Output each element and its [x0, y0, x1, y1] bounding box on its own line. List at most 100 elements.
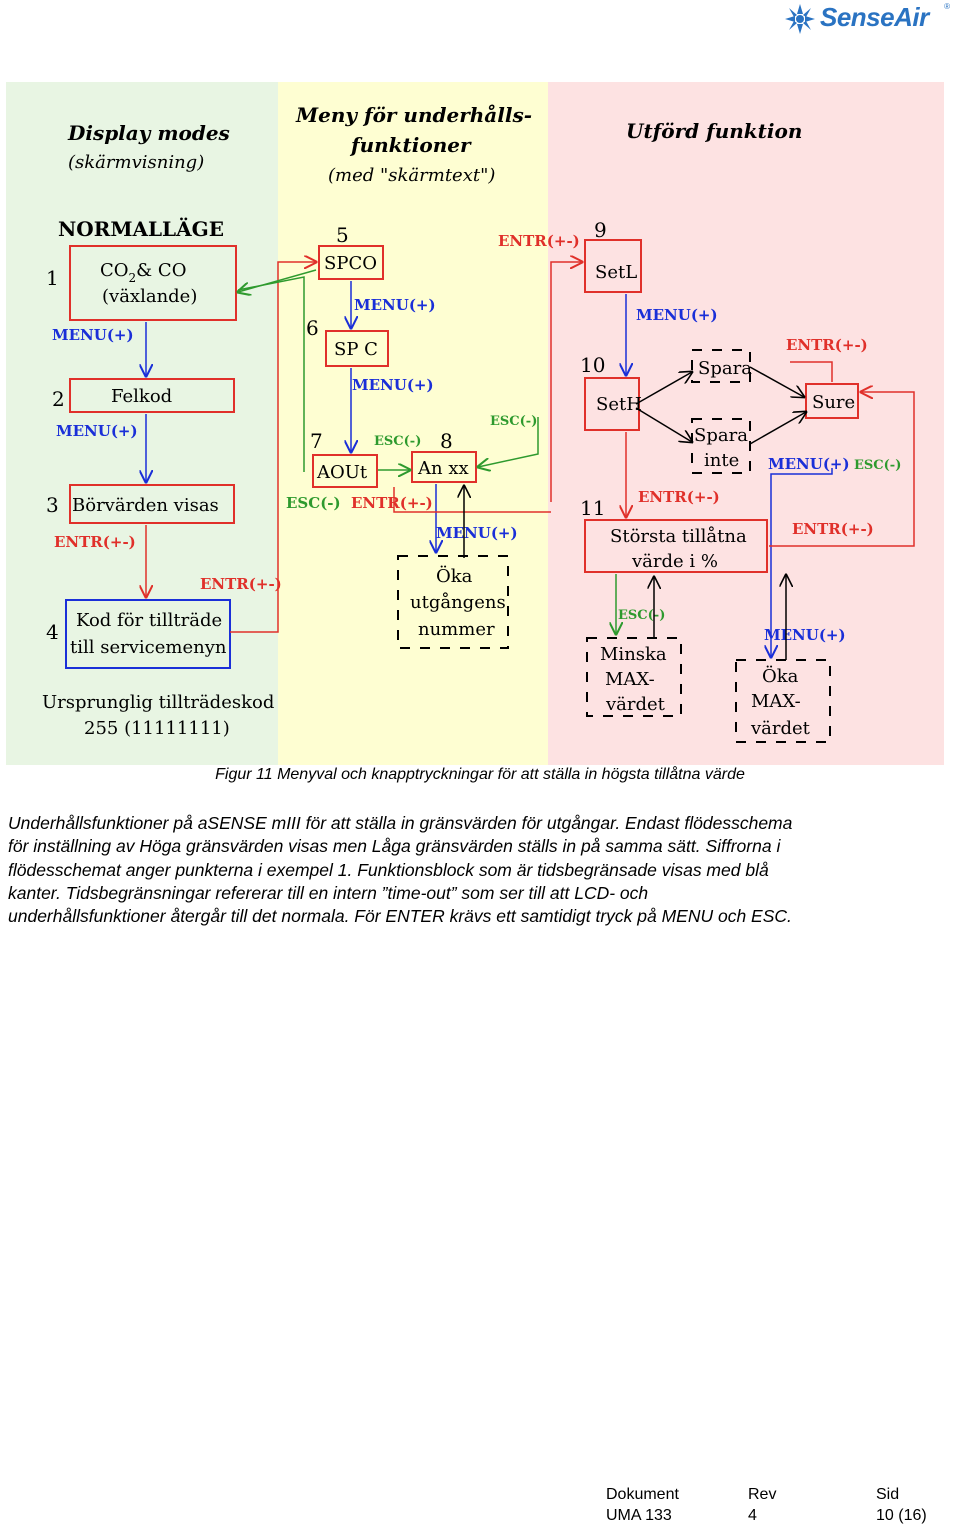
label-entr-4-5: ENTR(+-) [200, 575, 282, 593]
box-10-text: SetH [596, 394, 642, 415]
box-3-borvarden [69, 484, 235, 524]
box-5-spco [318, 245, 384, 280]
label-entr-9: ENTR(+-) [498, 232, 580, 250]
label-esc-7-8: ESC(-) [374, 434, 421, 449]
box-sure [805, 383, 859, 419]
box-11-storsta [584, 519, 768, 573]
senseair-logo: SenseAir ® [780, 2, 950, 36]
box-spara-text: Spara [698, 358, 752, 379]
figure-caption: Figur 11 Menyval och knapptryckningar fö… [215, 766, 745, 783]
zone-utford [548, 82, 944, 765]
box-8-text: An xx [417, 458, 469, 479]
header-meny-line1: Meny för underhålls- [295, 103, 532, 127]
label-menu-2-3: MENU(+) [56, 422, 138, 440]
paragraph-line-2: för inställning av Höga gränsvärden visa… [8, 836, 781, 857]
label-menu-8: MENU(+) [436, 524, 518, 542]
normal-title: NORMALLÄGE [58, 217, 224, 241]
box-6-spc [325, 330, 389, 367]
box-2-felkod [69, 378, 235, 413]
box-spara-inte [691, 418, 751, 474]
logo-text: SenseAir [820, 2, 929, 32]
paragraph-line-4: kanter. Tidsbegränsningar refererar till… [8, 882, 649, 903]
box-oka-max-line1: Öka [762, 664, 799, 687]
box-spara-inte-line1: Spara [694, 425, 748, 446]
box-4-line1: Kod för tillträde [76, 610, 222, 631]
box-oka-max [735, 659, 831, 743]
step-number-6: 6 [306, 316, 319, 340]
step-number-9: 9 [594, 218, 607, 242]
paragraph-line-1: Underhållsfunktioner på aSENSE mIII för … [8, 813, 793, 833]
box-oka-max-line3: värdet [750, 718, 811, 739]
header-display-modes: Display modes [67, 121, 230, 145]
paragraph-line-5: underhållsfunktioner återgår till det no… [8, 906, 792, 927]
box-5-text: SPCO [324, 253, 377, 274]
logo-registered-mark: ® [944, 2, 950, 11]
step-number-11: 11 [580, 496, 605, 520]
box-7-text: AOUt [316, 462, 368, 483]
box-11-line1: Största tillåtna [610, 525, 747, 547]
flow-arrows [146, 262, 915, 660]
box-4-line2: till servicemenyn [70, 637, 227, 658]
body-paragraph: Underhållsfunktioner på aSENSE mIII för … [8, 812, 953, 928]
label-entr-out: ENTR(+-) [351, 494, 433, 512]
box-10-seth [584, 377, 640, 431]
step-number-1: 1 [46, 266, 59, 290]
paragraph-line-3: flödesschemat anger punkterna i exempel … [8, 859, 769, 880]
label-entr-11: ENTR(+-) [792, 520, 874, 538]
footer-dokument-value: UMA 133 [606, 1507, 672, 1524]
header-display-modes-sub: (skärmvisning) [68, 152, 204, 173]
footer-rev-value: 4 [748, 1507, 757, 1524]
header-meny-line2: funktioner [349, 133, 472, 157]
document-footer: Dokument Rev Sid UMA 133 4 10 (16) [606, 1484, 956, 1526]
ursprunglig-line1: Ursprunglig tillträdeskod [42, 692, 274, 713]
step-number-10: 10 [580, 353, 605, 377]
zone-display-modes [6, 82, 278, 765]
step-number-4: 4 [46, 620, 59, 644]
step-number-3: 3 [46, 493, 59, 517]
label-esc-sure: ESC(-) [854, 458, 901, 473]
box-9-text: SetL [595, 262, 637, 283]
box-1-text: CO2& CO [100, 260, 186, 285]
label-entr-10-11: ENTR(+-) [638, 488, 720, 506]
box-4-kod [65, 599, 231, 669]
label-menu-1-2: MENU(+) [52, 326, 134, 344]
snowflake-fan-icon [785, 4, 815, 34]
box-9-setl [584, 239, 642, 293]
label-entr-3-4: ENTR(+-) [54, 533, 136, 551]
box-3-text: Börvärden visas [72, 495, 219, 516]
box-oka-utg-line1: Öka [436, 564, 473, 587]
box-oka-max-line2: MAX- [751, 691, 801, 712]
footer-rev-label: Rev [748, 1486, 777, 1503]
label-entr-sure: ENTR(+-) [786, 336, 868, 354]
box-6-text: SP C [334, 339, 378, 360]
label-menu-6-7: MENU(+) [352, 376, 434, 394]
box-7-aout [312, 454, 378, 488]
box-oka-utg-line2: utgångens [410, 591, 506, 613]
footer-sid-label: Sid [876, 1486, 900, 1503]
box-2-text: Felkod [111, 386, 172, 407]
footer-dokument-label: Dokument [606, 1486, 679, 1503]
flowchart-diagram: Display modes Meny för underhålls- funkt… [6, 82, 944, 765]
step-number-5: 5 [336, 223, 349, 247]
zone-meny [278, 82, 548, 765]
box-sure-text: Sure [812, 392, 855, 413]
box-minska-line2: MAX- [605, 669, 655, 690]
footer-sid-value: 10 (16) [876, 1507, 927, 1524]
label-esc-8: ESC(-) [490, 414, 537, 429]
ursprunglig-line2: 255 (11111111) [84, 718, 230, 739]
header-meny-sub: (med "skärmtext") [328, 165, 495, 186]
label-menu-9-10: MENU(+) [636, 306, 718, 324]
step-number-7: 7 [310, 429, 323, 453]
box-minska-max [586, 637, 682, 717]
label-menu-11: MENU(+) [764, 626, 846, 644]
step-number-2: 2 [52, 387, 65, 411]
label-esc-out: ESC(-) [286, 494, 341, 512]
header-utford: Utförd funktion [626, 119, 802, 143]
box-1-line2: (växlande) [102, 286, 197, 307]
box-11-line2: värde i % [631, 551, 718, 572]
box-minska-line3: värdet [605, 694, 666, 715]
box-minska-line1: Minska [600, 644, 667, 665]
step-number-8: 8 [440, 429, 453, 453]
label-esc-11: ESC(-) [618, 608, 665, 623]
label-menu-5-6: MENU(+) [354, 296, 436, 314]
